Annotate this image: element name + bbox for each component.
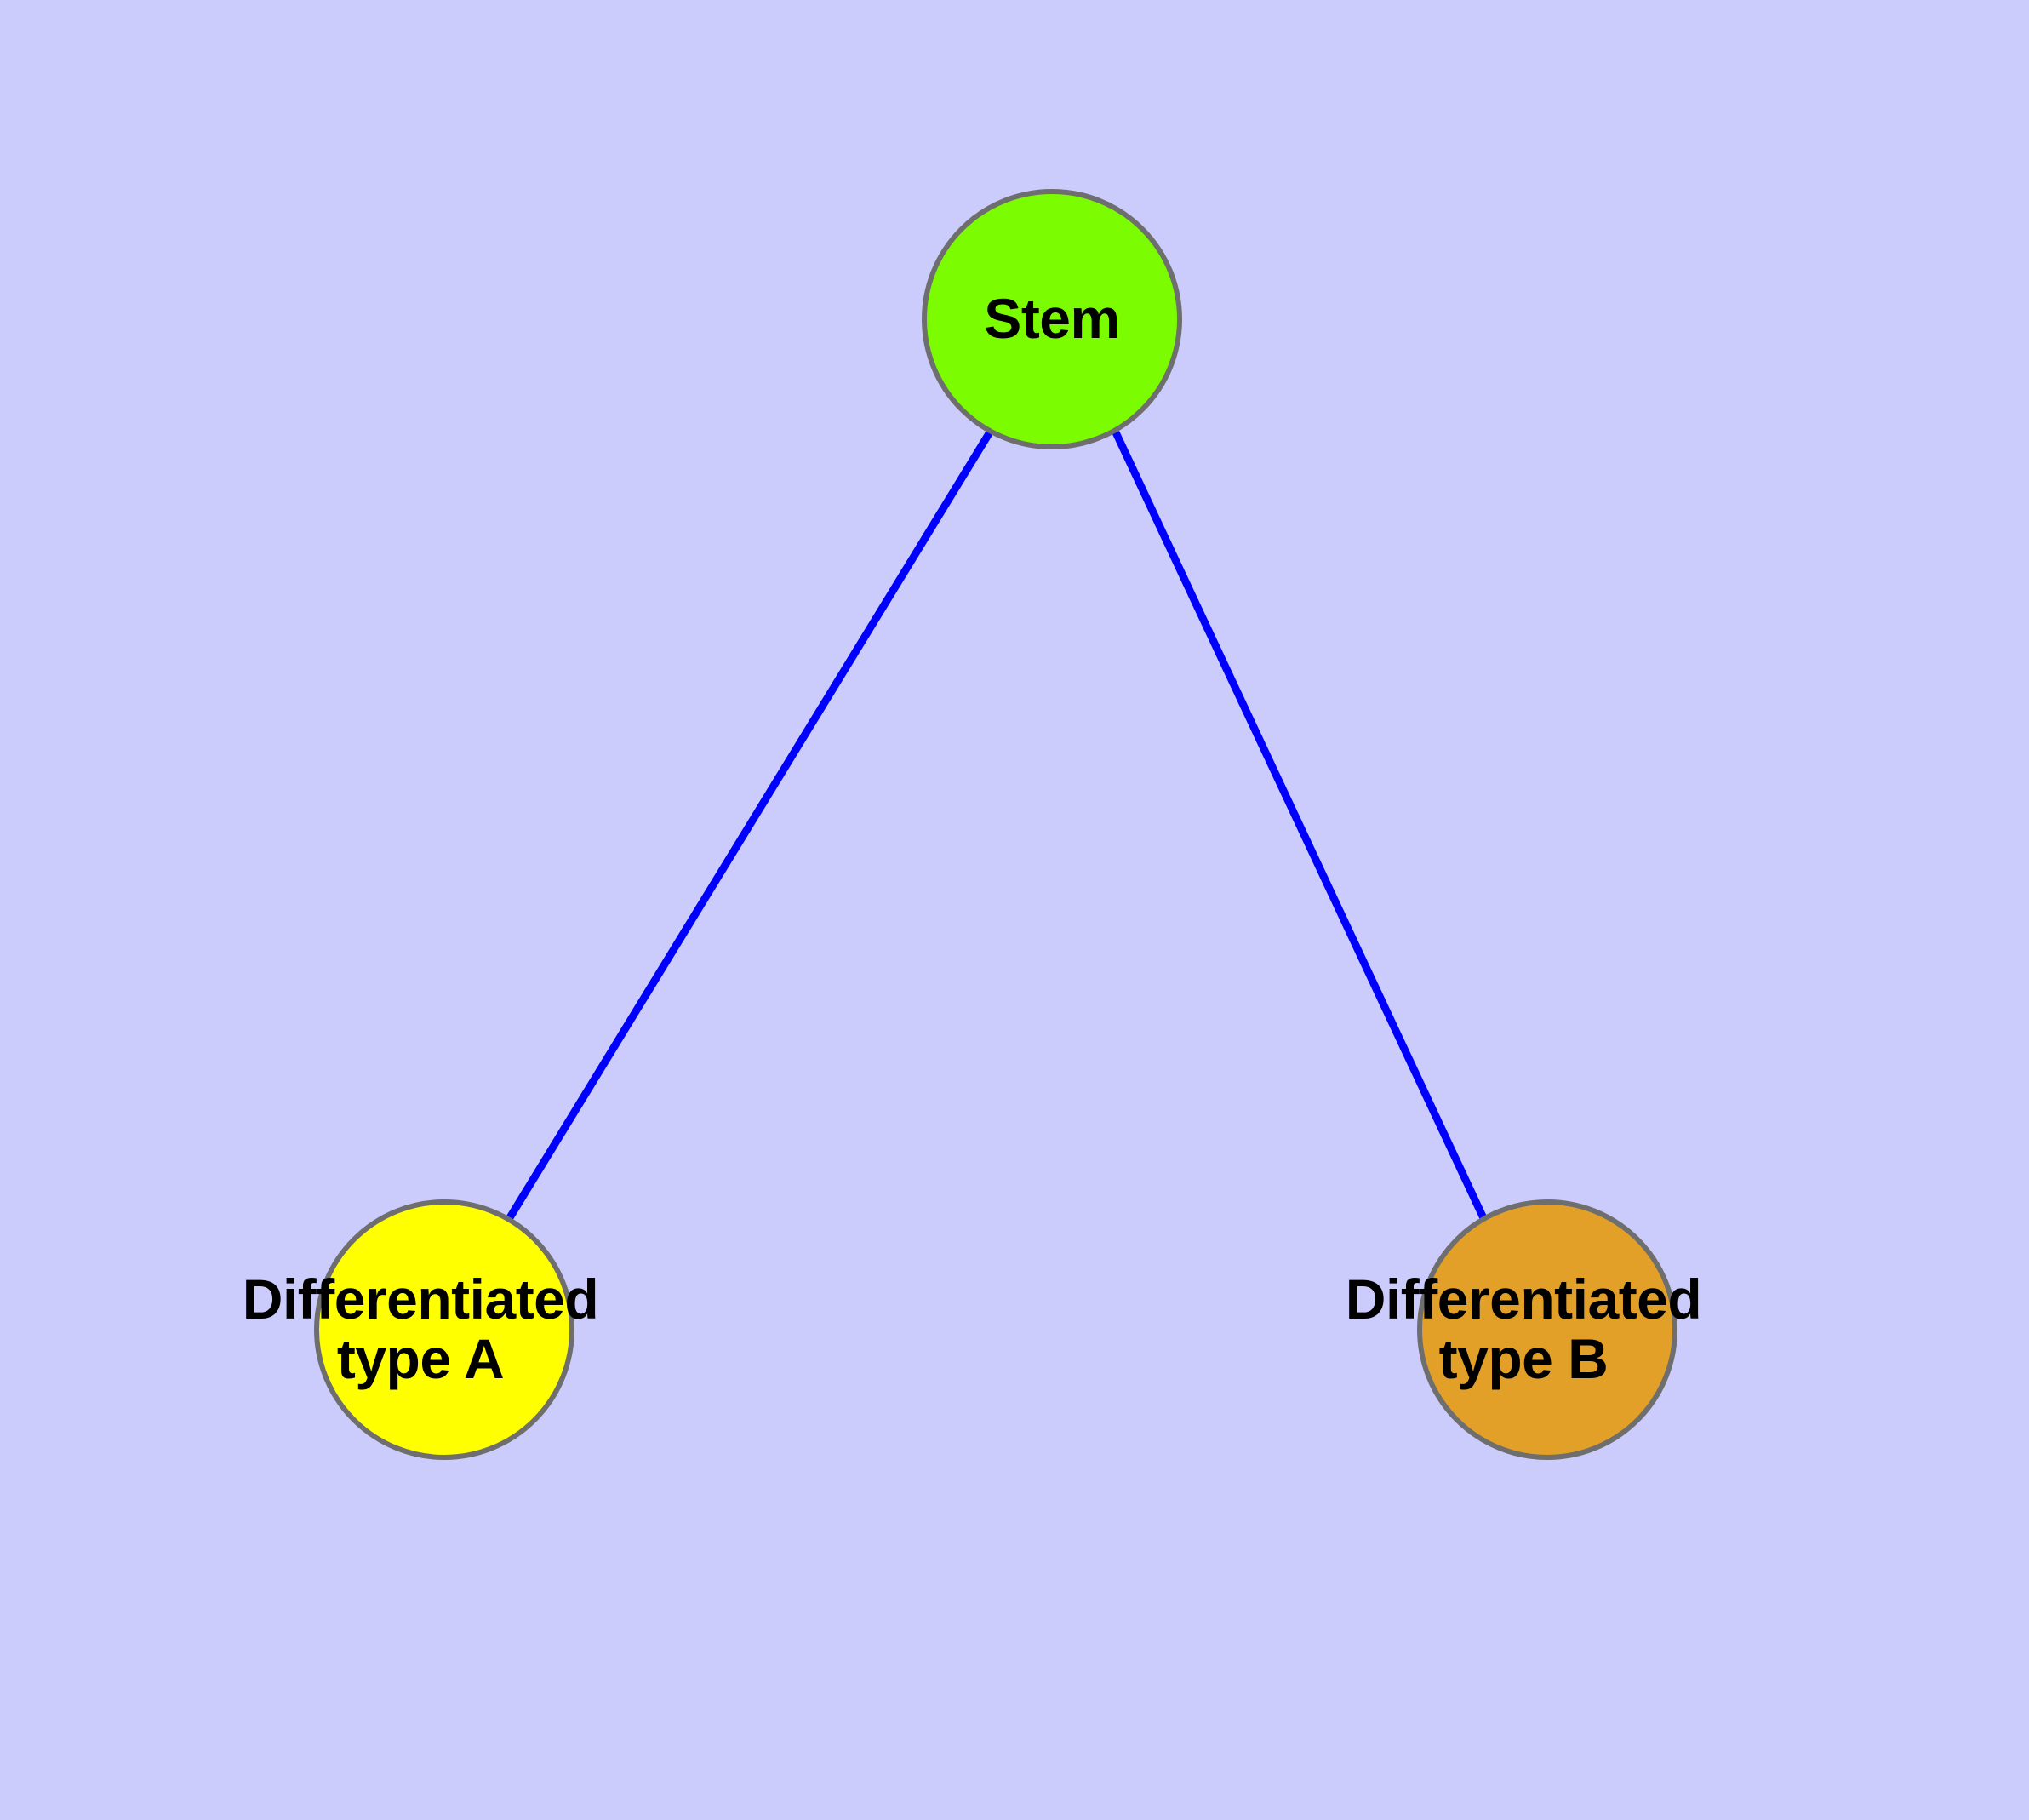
- edge-stem-to-differentiated-type-a: [506, 428, 994, 1222]
- node-differentiated-type-b[interactable]: [1417, 1199, 1677, 1460]
- edge-stem-to-differentiated-type-b: [1112, 431, 1489, 1222]
- node-differentiated-type-a[interactable]: [314, 1199, 574, 1460]
- node-stem[interactable]: [922, 189, 1182, 449]
